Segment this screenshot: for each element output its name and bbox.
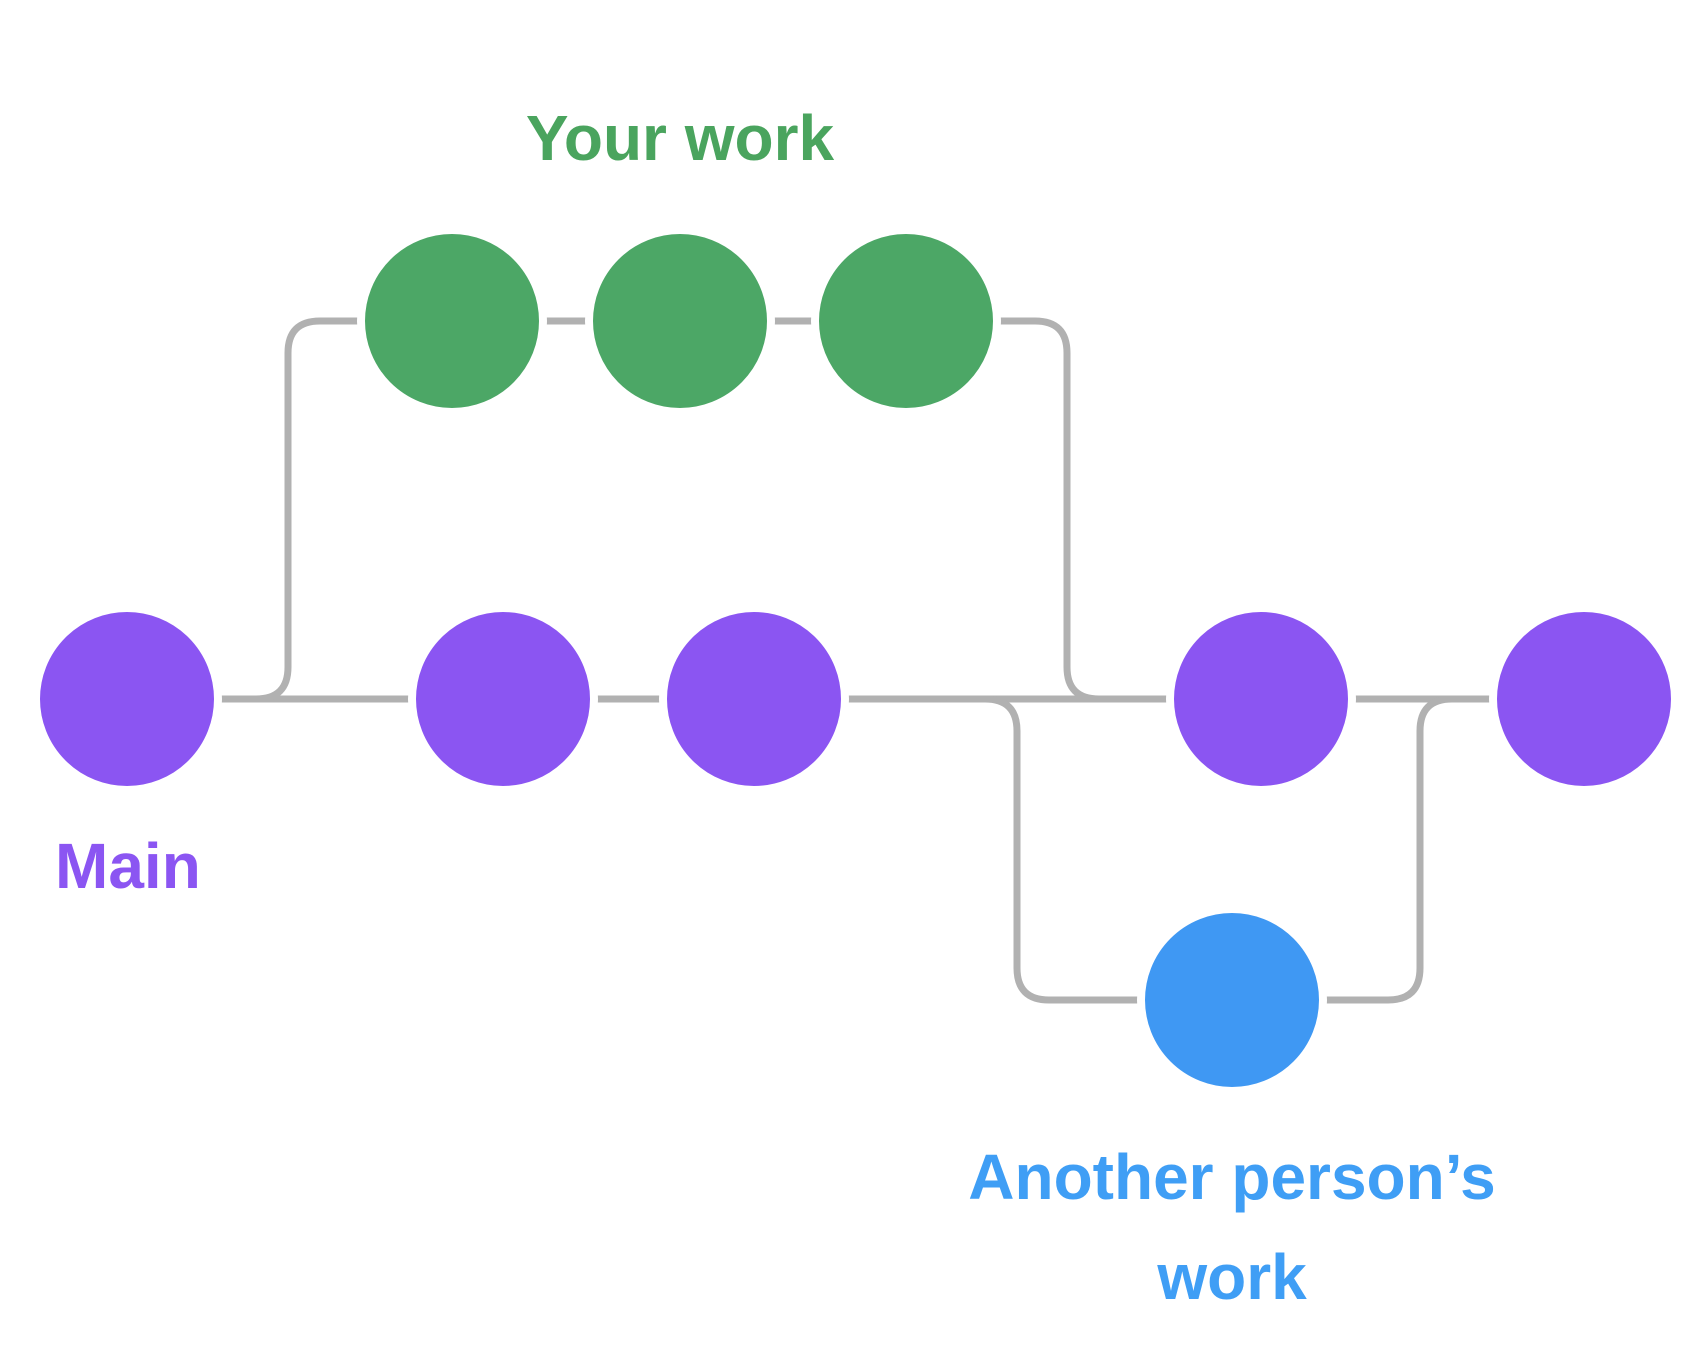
commit-node-your-work-2 bbox=[585, 226, 775, 416]
commit-node-main-5 bbox=[1489, 604, 1679, 794]
commit-node-your-work-3 bbox=[811, 226, 1001, 416]
commit-node-another-person-1 bbox=[1137, 905, 1327, 1095]
commit-node-main-2 bbox=[408, 604, 598, 794]
another-person-label-line1: Another person’s bbox=[968, 1141, 1495, 1213]
your-work-label: Your work bbox=[526, 102, 835, 174]
commit-node-main-1 bbox=[32, 604, 222, 794]
commit-node-main-4 bbox=[1166, 604, 1356, 794]
another-person-label-line2: work bbox=[1156, 1241, 1307, 1313]
commit-node-main-3 bbox=[659, 604, 849, 794]
commit-node-your-work-1 bbox=[357, 226, 547, 416]
main-label: Main bbox=[55, 830, 201, 902]
